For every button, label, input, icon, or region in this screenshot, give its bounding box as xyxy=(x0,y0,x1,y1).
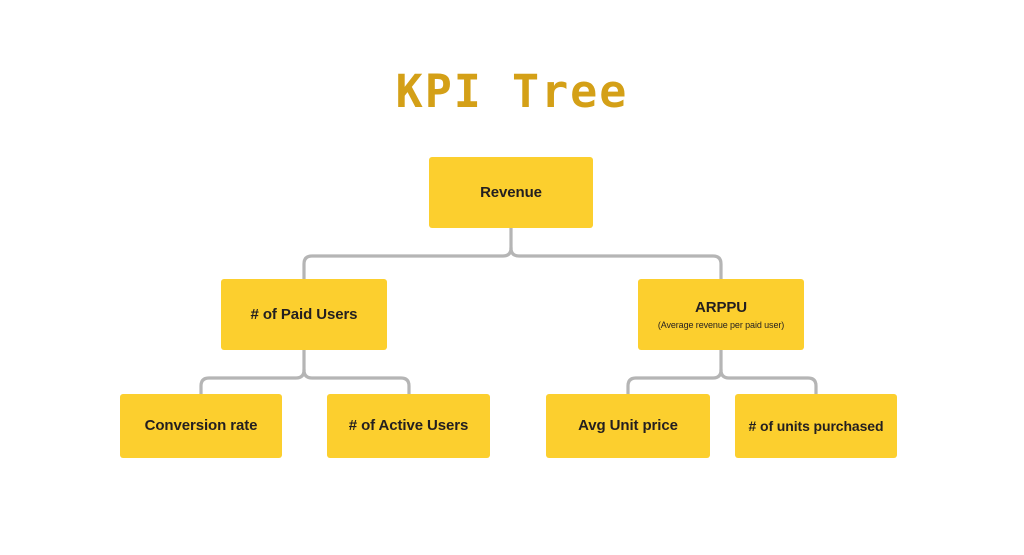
connector-arppu-to-avg-unit-price xyxy=(626,368,723,396)
connector-arppu-to-units-purchased xyxy=(719,368,818,396)
node-units-purchased-label: # of units purchased xyxy=(748,418,884,434)
node-arppu-subtitle: (Average revenue per paid user) xyxy=(657,319,785,330)
node-revenue-label: Revenue xyxy=(480,183,542,201)
node-conversion-rate-label: Conversion rate xyxy=(144,417,258,434)
node-conversion-rate[interactable]: Conversion rate xyxy=(120,394,282,458)
page-title: KPI Tree xyxy=(395,65,629,118)
node-arppu-label: ARPPU xyxy=(694,298,747,316)
node-units-purchased[interactable]: # of units purchased xyxy=(735,394,897,458)
node-paid-users-label: # of Paid Users xyxy=(250,305,358,323)
connector-paid-users-to-conversion-rate xyxy=(199,368,306,396)
node-active-users-label: # of Active Users xyxy=(348,417,469,434)
node-avg-unit-price-label: Avg Unit price xyxy=(578,417,678,434)
node-revenue[interactable]: Revenue xyxy=(429,157,593,228)
node-avg-unit-price[interactable]: Avg Unit price xyxy=(546,394,710,458)
connector-revenue-to-arppu xyxy=(509,246,723,281)
connector-paid-users-to-active-users xyxy=(302,368,411,396)
node-active-users[interactable]: # of Active Users xyxy=(327,394,490,458)
node-arppu[interactable]: ARPPU (Average revenue per paid user) xyxy=(638,279,804,350)
connector-revenue-to-paid-users xyxy=(302,246,513,281)
node-paid-users[interactable]: # of Paid Users xyxy=(221,279,387,350)
